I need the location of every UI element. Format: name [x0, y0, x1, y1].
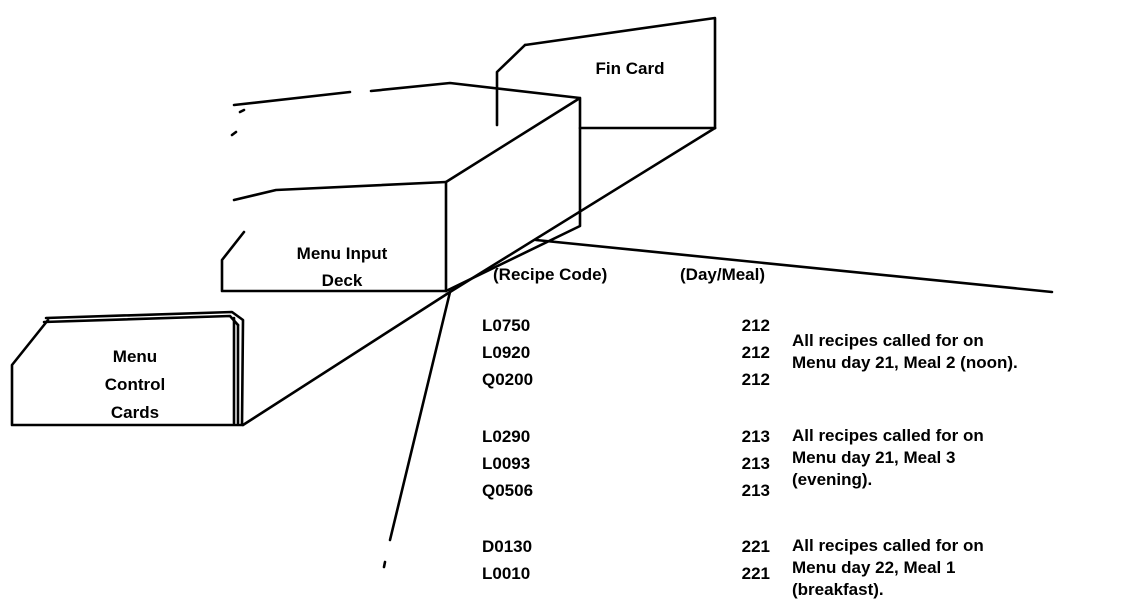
day-meal-value: 221 — [741, 537, 770, 556]
note-line: All recipes called for on — [792, 426, 984, 445]
recipe-code: L0750 — [482, 316, 531, 335]
menu-control-cards-label-line3: Cards — [110, 403, 160, 422]
day-meal-header: (Day/Meal) — [680, 265, 766, 284]
note-line: (evening). — [792, 470, 873, 489]
note-line: Menu day 22, Meal 1 — [792, 558, 956, 577]
group-note: All recipes called for on Menu day 22, M… — [792, 535, 984, 601]
group-note: All recipes called for on Menu day 21, M… — [792, 330, 1018, 374]
menu-input-deck-shape — [220, 81, 582, 293]
fin-card-shape — [495, 16, 717, 130]
fin-card-label: Fin Card — [595, 59, 665, 78]
perspective-lines — [241, 126, 1054, 569]
day-meal-value: 213 — [741, 481, 770, 500]
menu-control-cards-label-line2: Control — [104, 375, 166, 394]
group-note: All recipes called for on Menu day 21, M… — [792, 425, 984, 491]
note-line: (breakfast). — [792, 580, 884, 599]
recipe-code: L0093 — [482, 454, 531, 473]
recipe-code: D0130 — [482, 537, 533, 556]
note-line: Menu day 21, Meal 2 (noon). — [792, 353, 1018, 372]
recipe-code: Q0200 — [482, 370, 534, 389]
day-meal-value: 221 — [741, 564, 770, 583]
recipe-code: L0920 — [482, 343, 531, 362]
day-meal-value: 212 — [741, 316, 770, 335]
day-meal-value: 213 — [741, 427, 770, 446]
day-meal-value: 212 — [741, 343, 770, 362]
recipe-code-header: (Recipe Code) — [493, 265, 608, 284]
note-line: All recipes called for on — [792, 536, 984, 555]
day-meal-value: 213 — [741, 454, 770, 473]
menu-input-deck-label-line2: Deck — [321, 271, 363, 290]
recipe-code: L0010 — [482, 564, 531, 583]
day-meal-value: 212 — [741, 370, 770, 389]
note-line: Menu day 21, Meal 3 — [792, 448, 956, 467]
recipe-code: Q0506 — [482, 481, 534, 500]
note-line: All recipes called for on — [792, 331, 984, 350]
menu-control-cards-label-line1: Menu — [112, 347, 158, 366]
menu-input-deck-label-line1: Menu Input — [296, 244, 388, 263]
recipe-code: L0290 — [482, 427, 531, 446]
